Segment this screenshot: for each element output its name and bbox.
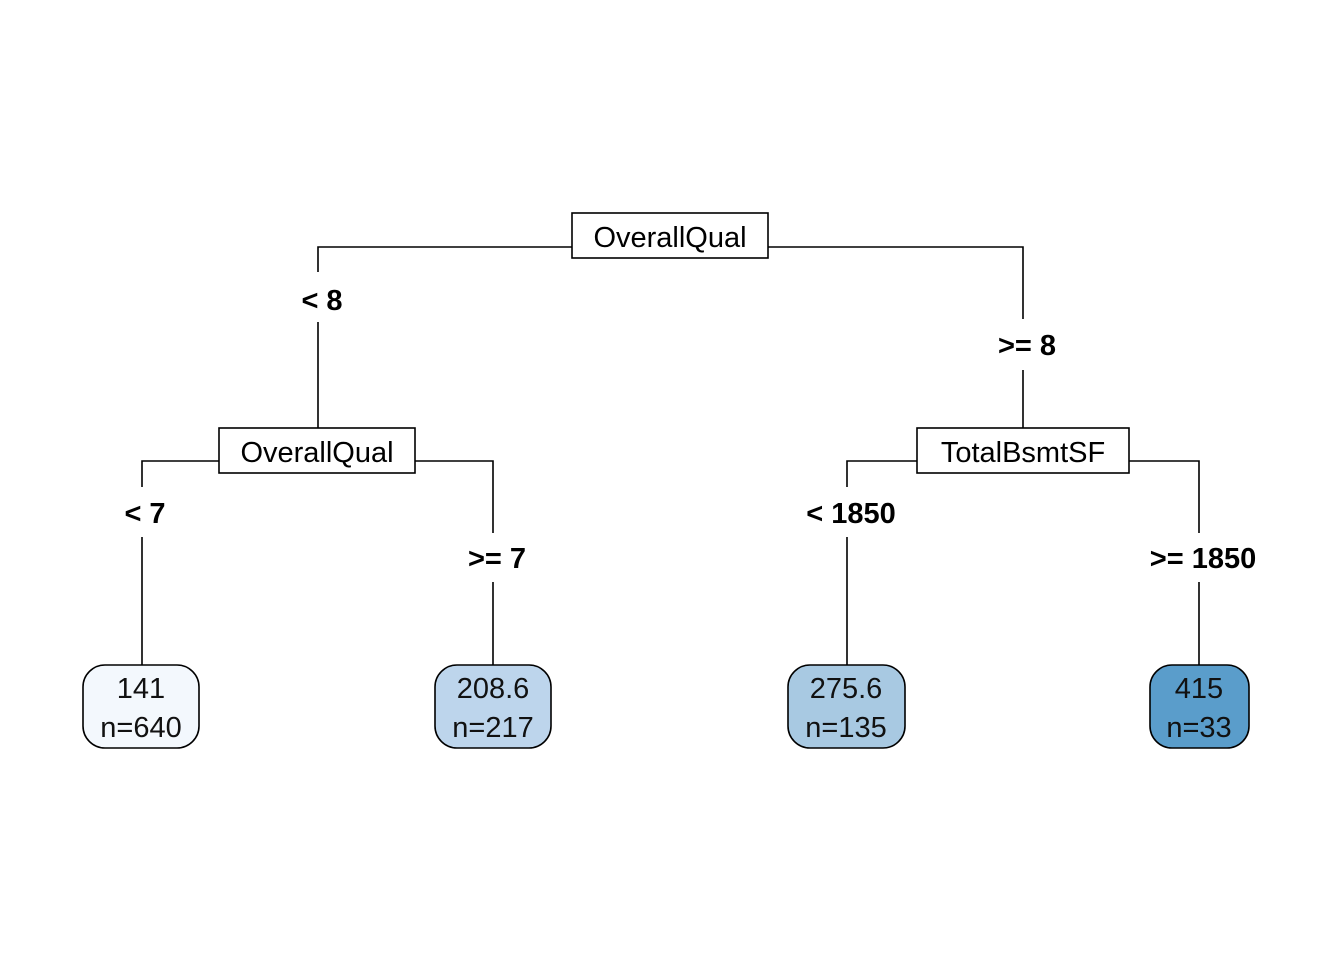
edge-right-split-left bbox=[846, 460, 917, 665]
leaf-2-value: 208.6 bbox=[457, 673, 530, 705]
root-split-node: OverallQual bbox=[571, 212, 769, 259]
leaf-node-4: 415 n=33 bbox=[1149, 664, 1250, 749]
left-split-right-branch-label: >= 7 bbox=[468, 543, 526, 575]
leaf-node-3: 275.6 n=135 bbox=[787, 664, 906, 749]
right-split-left-branch-label: < 1850 bbox=[806, 498, 896, 530]
root-left-branch-label: < 8 bbox=[301, 285, 342, 317]
leaf-node-2: 208.6 n=217 bbox=[434, 664, 552, 749]
edge-root-right bbox=[768, 246, 1024, 428]
leaf-2-count: n=217 bbox=[452, 712, 533, 744]
root-right-branch-label: >= 8 bbox=[998, 330, 1056, 362]
edge-left-split-right bbox=[415, 460, 494, 665]
left-split-label: OverallQual bbox=[240, 437, 393, 469]
leaf-node-1: 141 n=640 bbox=[82, 664, 200, 749]
right-split-node: TotalBsmtSF bbox=[916, 427, 1130, 474]
left-split-node: OverallQual bbox=[218, 427, 416, 474]
edge-right-split-right bbox=[1129, 460, 1200, 665]
leaf-3-value: 275.6 bbox=[810, 673, 883, 705]
leaf-1-value: 141 bbox=[117, 673, 165, 705]
edge-root-left bbox=[317, 246, 572, 428]
leaf-4-value: 415 bbox=[1175, 673, 1223, 705]
left-split-left-branch-label: < 7 bbox=[124, 498, 165, 530]
leaf-1-count: n=640 bbox=[100, 712, 181, 744]
edge-left-split-left bbox=[141, 460, 219, 665]
right-split-right-branch-label: >= 1850 bbox=[1150, 543, 1256, 575]
right-split-label: TotalBsmtSF bbox=[941, 437, 1105, 469]
root-split-label: OverallQual bbox=[593, 222, 746, 254]
leaf-4-count: n=33 bbox=[1166, 712, 1231, 744]
leaf-3-count: n=135 bbox=[805, 712, 886, 744]
